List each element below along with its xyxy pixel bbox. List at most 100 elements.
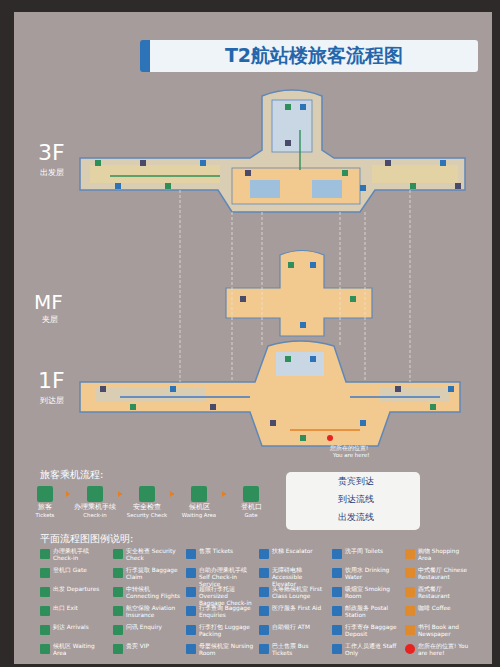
legend-item: 吸烟室 Smoking Room bbox=[332, 586, 400, 600]
legend-text: 到达 Arrivals bbox=[53, 624, 108, 631]
flow-arrow bbox=[222, 491, 226, 497]
legend-icon bbox=[113, 606, 123, 616]
floor-label: MF bbox=[34, 290, 63, 314]
legend-item: 医疗服务 First Aid bbox=[259, 605, 327, 612]
floor-label: 您所在的位置! bbox=[330, 445, 368, 452]
legend-item: 超限行李托运 Oversized Baggage Check-in bbox=[186, 586, 254, 608]
step-name: 登机口 bbox=[227, 504, 275, 512]
legend-text: 候机区 Waiting Area bbox=[53, 643, 108, 657]
legend-icon bbox=[113, 568, 123, 578]
legend-text: 贵宾 VIP bbox=[126, 643, 181, 650]
floor-label: 1F bbox=[38, 368, 65, 393]
legend-icon bbox=[40, 625, 50, 635]
legend-text: 售票 Tickets bbox=[199, 548, 254, 555]
legend-text: 中式餐厅 Chinese Restaurant bbox=[418, 567, 473, 581]
legend-text: 医疗服务 First Aid bbox=[272, 605, 327, 612]
legend-item: 到达 Arrivals bbox=[40, 624, 108, 631]
legend-icon bbox=[405, 644, 415, 654]
legend-item: 自助办理乘机手续 Self Check-in Service bbox=[186, 567, 254, 589]
step-icon bbox=[87, 486, 103, 502]
legend-text: 出发流线 bbox=[338, 511, 374, 524]
legend-text: 洗手间 Toilets bbox=[345, 548, 400, 555]
legend-icon bbox=[40, 644, 50, 654]
floor-label: 夹层 bbox=[42, 314, 58, 325]
floor-1f bbox=[80, 341, 460, 446]
legend-text: 巴士售票 Bus Tickets bbox=[272, 643, 327, 657]
legend-text: 吸烟室 Smoking Room bbox=[345, 586, 400, 600]
legend-text: 扶梯 Escalator bbox=[272, 548, 327, 555]
floor-mf bbox=[226, 251, 372, 337]
floor-label: 到达层 bbox=[40, 395, 64, 406]
legend-icon bbox=[259, 549, 269, 559]
legend-icon bbox=[332, 625, 342, 635]
legend-item: 行李打包 Luggage Packing bbox=[186, 624, 254, 638]
step-icon bbox=[37, 486, 53, 502]
legend-text: 行李提取 Baggage Claim bbox=[126, 567, 181, 581]
legend-icon bbox=[186, 625, 196, 635]
legend-icon bbox=[186, 587, 196, 597]
legend-item: 巴士售票 Bus Tickets bbox=[259, 643, 327, 657]
sign-panel bbox=[14, 12, 492, 664]
legend-icon bbox=[113, 644, 123, 654]
legend-item: 头等舱候机室 First Class Lounge bbox=[259, 586, 327, 600]
legend-item: 饮用水 Drinking Water bbox=[332, 567, 400, 581]
title-banner: T2航站楼旅客流程图 bbox=[140, 40, 478, 72]
flow-arrow bbox=[170, 491, 174, 497]
legend-icon bbox=[405, 606, 415, 616]
flow-arrow bbox=[66, 491, 70, 497]
legend-icon bbox=[405, 568, 415, 578]
legend-item: 洗手间 Toilets bbox=[332, 548, 400, 555]
legend-item: 安全检查 Security Check bbox=[113, 548, 181, 562]
legend-icon bbox=[259, 587, 269, 597]
floor-3f bbox=[80, 90, 465, 212]
legend-text: 自助办理乘机手续 Self Check-in Service bbox=[199, 567, 254, 589]
legend-text: 邮政服务 Postal Station bbox=[345, 605, 400, 619]
process-step: 安全检查Security Check bbox=[123, 486, 171, 518]
process-step: 候机区Waiting Area bbox=[175, 486, 223, 518]
legend-text: 航空保险 Aviation Insurance bbox=[126, 605, 181, 619]
legend-text: 您所在的位置! You are here! bbox=[418, 643, 473, 657]
legend-icon bbox=[259, 568, 269, 578]
step-icon bbox=[191, 486, 207, 502]
legend-icon bbox=[332, 644, 342, 654]
legend-item: 购物 Shopping Area bbox=[405, 548, 473, 562]
legend-item: 母婴候机室 Nursing Room bbox=[186, 643, 254, 657]
legend-text: 问讯 Enquiry bbox=[126, 624, 181, 631]
legend-icon bbox=[186, 644, 196, 654]
legend-icon bbox=[113, 625, 123, 635]
legend-icon bbox=[332, 549, 342, 559]
flow-arrow bbox=[118, 491, 122, 497]
step-name-en: Tickets bbox=[21, 512, 69, 518]
floor-label: You are here! bbox=[333, 452, 369, 458]
legend-text: 饮用水 Drinking Water bbox=[345, 567, 400, 581]
legend-icon bbox=[405, 549, 415, 559]
legend-icon bbox=[40, 568, 50, 578]
legend-text: 出发 Departures bbox=[53, 586, 108, 593]
legend-item: 中转候机 Connecting Flights bbox=[113, 586, 181, 600]
legend-item: 登机口 Gate bbox=[40, 567, 108, 574]
legend-item: 西式餐厅 Restaurant bbox=[405, 586, 473, 600]
legend-text: 安全检查 Security Check bbox=[126, 548, 181, 562]
legend-item: 办理乘机手续 Check-in bbox=[40, 548, 108, 562]
legend-text: 超限行李托运 Oversized Baggage Check-in bbox=[199, 586, 254, 608]
legend-icon bbox=[332, 587, 342, 597]
legend-text: 登机口 Gate bbox=[53, 567, 108, 574]
legend-item: 书刊 Book and Newspaper bbox=[405, 624, 473, 638]
legend-text: 办理乘机手续 Check-in bbox=[53, 548, 108, 562]
legend-item: 咖啡 Coffee bbox=[405, 605, 473, 612]
step-icon bbox=[139, 486, 155, 502]
process-step: 办理乘机手续Check-in bbox=[71, 486, 119, 518]
legend-text: 到达流线 bbox=[338, 493, 374, 506]
step-name: 安全检查 bbox=[123, 504, 171, 512]
step-name-en: Gate bbox=[227, 512, 275, 518]
legend-text: 自助银行 ATM bbox=[272, 624, 327, 631]
legend-item: 航空保险 Aviation Insurance bbox=[113, 605, 181, 619]
floor-label: 出发层 bbox=[40, 167, 64, 178]
legend-text: 头等舱候机室 First Class Lounge bbox=[272, 586, 327, 600]
legend-icon bbox=[259, 625, 269, 635]
floor-label: 平面流程图图例说明: bbox=[40, 532, 133, 546]
legend-icon bbox=[186, 606, 196, 616]
legend-icon bbox=[332, 568, 342, 578]
legend-text: 母婴候机室 Nursing Room bbox=[199, 643, 254, 657]
step-name-en: Check-in bbox=[71, 512, 119, 518]
